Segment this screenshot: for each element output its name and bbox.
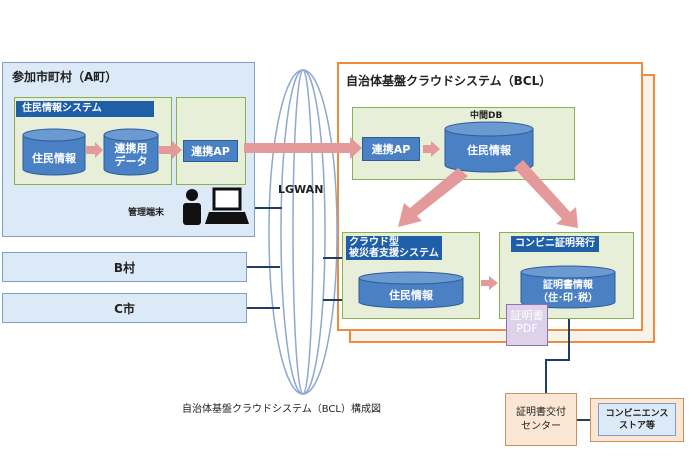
link-data-line1: 連携用 [114,142,148,155]
arrow-resident-to-link [86,142,103,158]
cert-center-line1: 証明書交付 [516,406,566,418]
link-data-label: 連携用 データ [104,142,158,168]
resident-info-cylinder-a [22,128,86,176]
lgwan-label: LGWAN [278,183,324,196]
pdf-icon: 証明書 PDF [506,304,548,346]
c-city-box: C市 [2,293,247,323]
disaster-title-line2: 被災者支援システム [349,248,439,259]
pdf-line1: 証明書 [510,309,544,322]
arrow-link-to-ap [159,141,182,159]
arrow-db-to-disaster [398,168,468,227]
arrow-db-to-conv [514,160,578,228]
pdf-line2: PDF [516,322,538,335]
arrow-bclap-to-db [423,141,440,157]
store-line2: ストア等 [618,420,655,431]
resident-info-label-a: 住民情報 [32,152,76,165]
arrow-disaster-to-conv [481,276,498,290]
cert-center-box: 証明書交付 センター [505,393,577,446]
convenience-cert-title: コンビニ証明発行 [511,236,599,252]
link-data-line2: データ [114,155,148,168]
cert-center-link [545,319,570,393]
disaster-system-title: クラウド型 被災者支援システム [346,236,442,260]
cert-info-label: 証明書情報 （住･印･税） [521,279,615,305]
admin-terminal-icon [183,187,249,225]
link-ap-bcl: 連携AP [362,137,420,161]
disaster-resident-cylinder [358,271,464,309]
a-town-title: 参加市町村（A町） [12,70,118,84]
convenience-store-box: コンビニエンス ストア等 [598,403,676,436]
middle-db-label: 中間DB [470,111,503,121]
link-data-cylinder [103,128,159,176]
lgwan-network-icon [268,69,338,395]
admin-terminal-label: 管理端末 [128,208,165,218]
cert-info-line1: 証明書情報 [543,280,593,291]
resident-system-title: 住民情報システム [16,101,154,117]
bcl-resident-info-label: 住民情報 [467,144,511,157]
cert-info-line2: （住･印･税） [538,293,598,304]
diagram-caption: 自治体基盤クラウドシステム（BCL）構成図 [182,404,381,415]
store-line1: コンビニエンス [605,408,669,419]
link-ap-a: 連携AP [183,140,238,162]
arrow-ap-to-bcl [244,137,362,159]
disaster-title-line1: クラウド型 [349,237,399,248]
cert-center-line2: センター [521,420,561,432]
disaster-resident-info-label: 住民情報 [389,289,433,302]
b-village-box: B村 [2,252,247,282]
middle-db-cylinder [444,121,534,173]
cert-info-cylinder [520,265,616,309]
bcl-title: 自治体基盤クラウドシステム（BCL） [346,74,552,88]
